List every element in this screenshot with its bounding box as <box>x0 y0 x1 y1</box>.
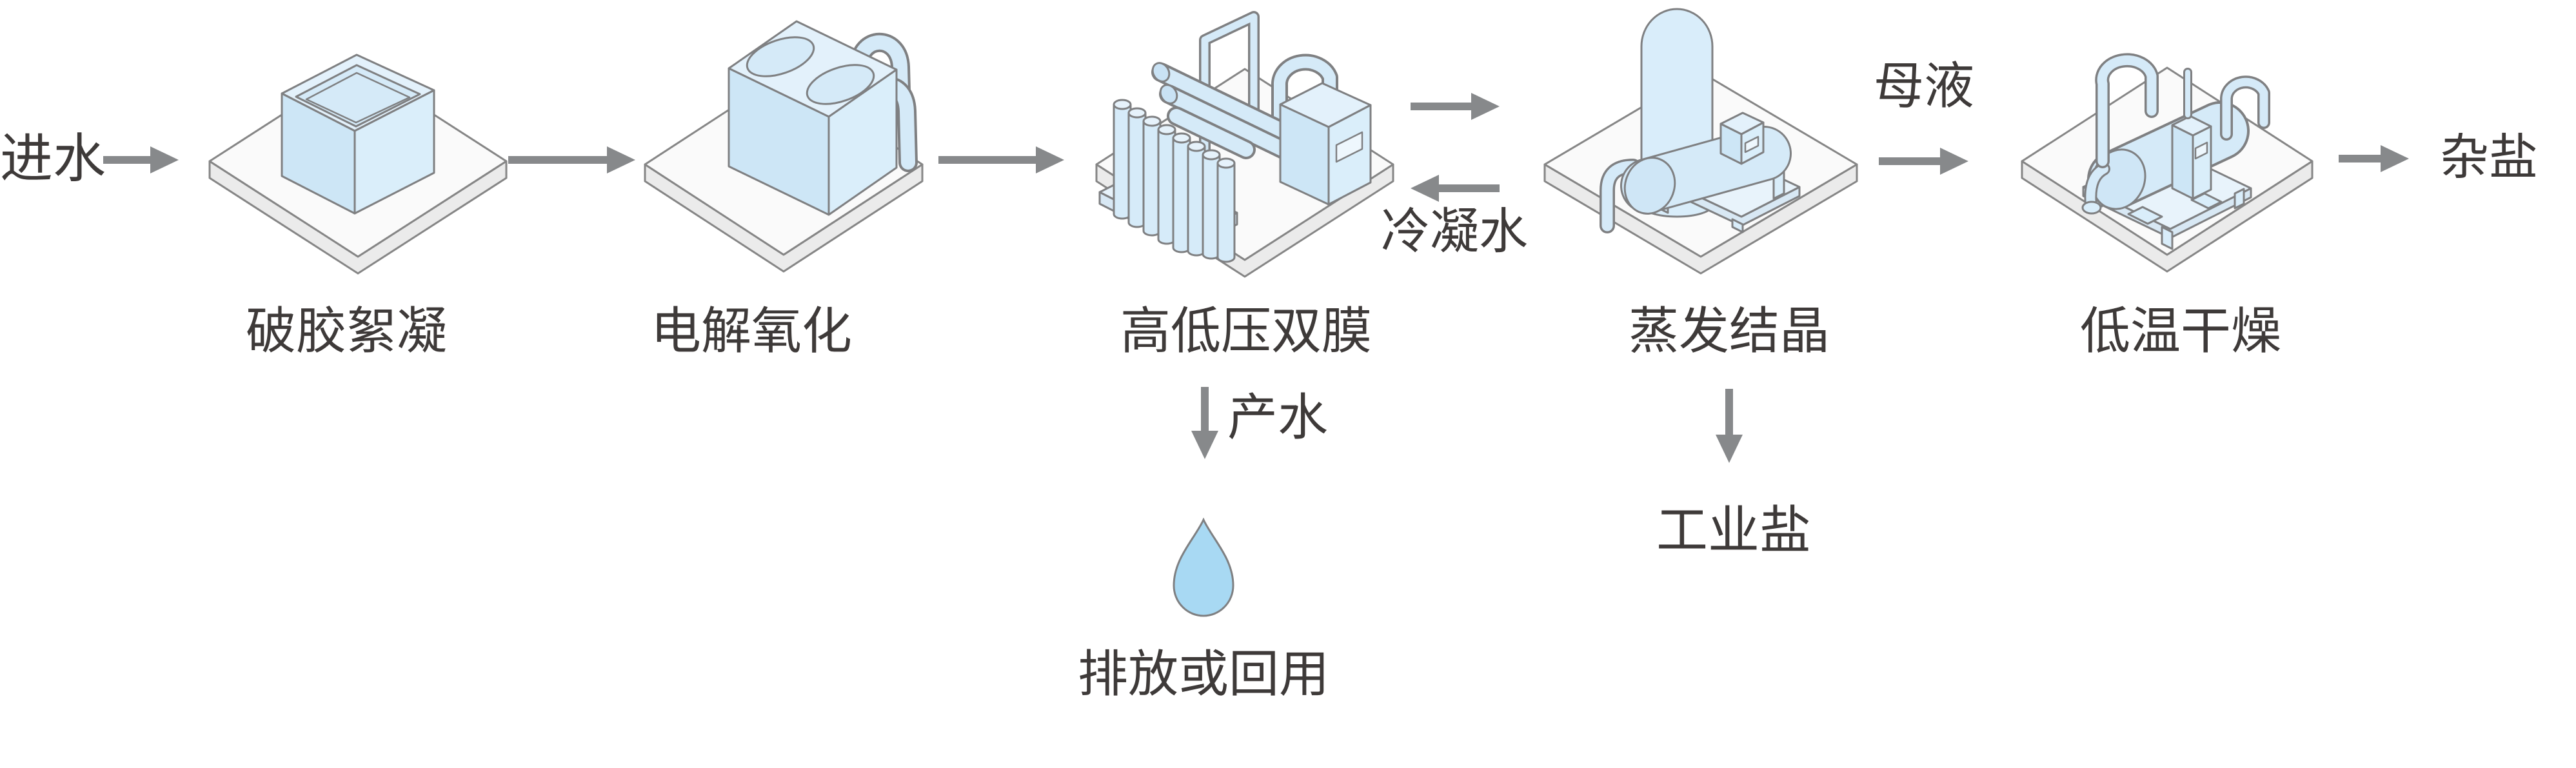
product-water-label: 产水 <box>1227 389 1329 446</box>
arrow-inflow <box>103 146 179 173</box>
mixed-salt-label: 杂盐 <box>2440 130 2538 185</box>
mother-liquor-label: 母液 <box>1873 57 1975 114</box>
station-2-label: 电解氧化 <box>650 302 853 359</box>
inflow-label: 进水 <box>0 130 106 188</box>
flocculation-tank-icon <box>281 54 435 215</box>
low-temperature-dryer-icon <box>2081 53 2270 250</box>
arrow-station2-to-station3 <box>938 146 1064 173</box>
condensate-label: 冷凝水 <box>1381 204 1528 259</box>
arrow-industrial-salt-down <box>1716 389 1743 463</box>
electrolytic-oxidation-unit-icon <box>728 20 918 216</box>
discharge-or-reuse-label: 排放或回用 <box>1077 645 1330 702</box>
dual-membrane-unit-icon <box>1098 11 1372 263</box>
arrow-mother-liquor <box>1879 148 1968 175</box>
arrow-to-mixed-salt <box>2339 145 2409 172</box>
arrow-product-water-down <box>1191 387 1218 459</box>
arrow-condensate-return <box>1411 175 1500 202</box>
water-drop-icon <box>1173 517 1234 617</box>
arrow-station1-to-station2 <box>508 146 635 173</box>
station-5-label: 低温干燥 <box>2079 302 2282 359</box>
station-1-label: 破胶絮凝 <box>245 302 448 359</box>
industrial-salt-label: 工业盐 <box>1656 502 1811 559</box>
station-4-label: 蒸发结晶 <box>1628 302 1830 359</box>
evaporation-crystallizer-icon <box>1600 8 1801 233</box>
station-3-label: 高低压双膜 <box>1120 302 1372 359</box>
arrow-station3-to-station4 <box>1411 93 1500 120</box>
